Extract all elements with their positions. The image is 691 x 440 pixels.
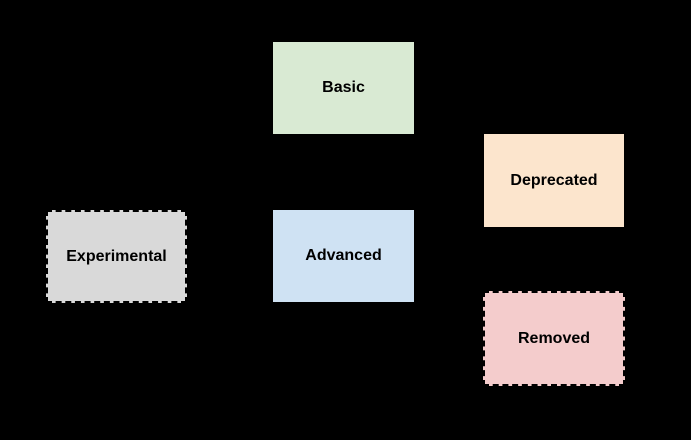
node-deprecated: Deprecated <box>484 134 624 227</box>
node-advanced-label: Advanced <box>305 247 382 265</box>
node-deprecated-label: Deprecated <box>510 171 598 189</box>
node-removed-label: Removed <box>517 329 591 347</box>
node-basic-label: Basic <box>322 79 365 97</box>
node-experimental: Experimental <box>46 210 187 303</box>
node-experimental-label: Experimental <box>66 247 167 265</box>
node-basic: Basic <box>273 42 414 134</box>
node-advanced: Advanced <box>273 210 414 302</box>
node-removed: Removed <box>483 291 625 386</box>
